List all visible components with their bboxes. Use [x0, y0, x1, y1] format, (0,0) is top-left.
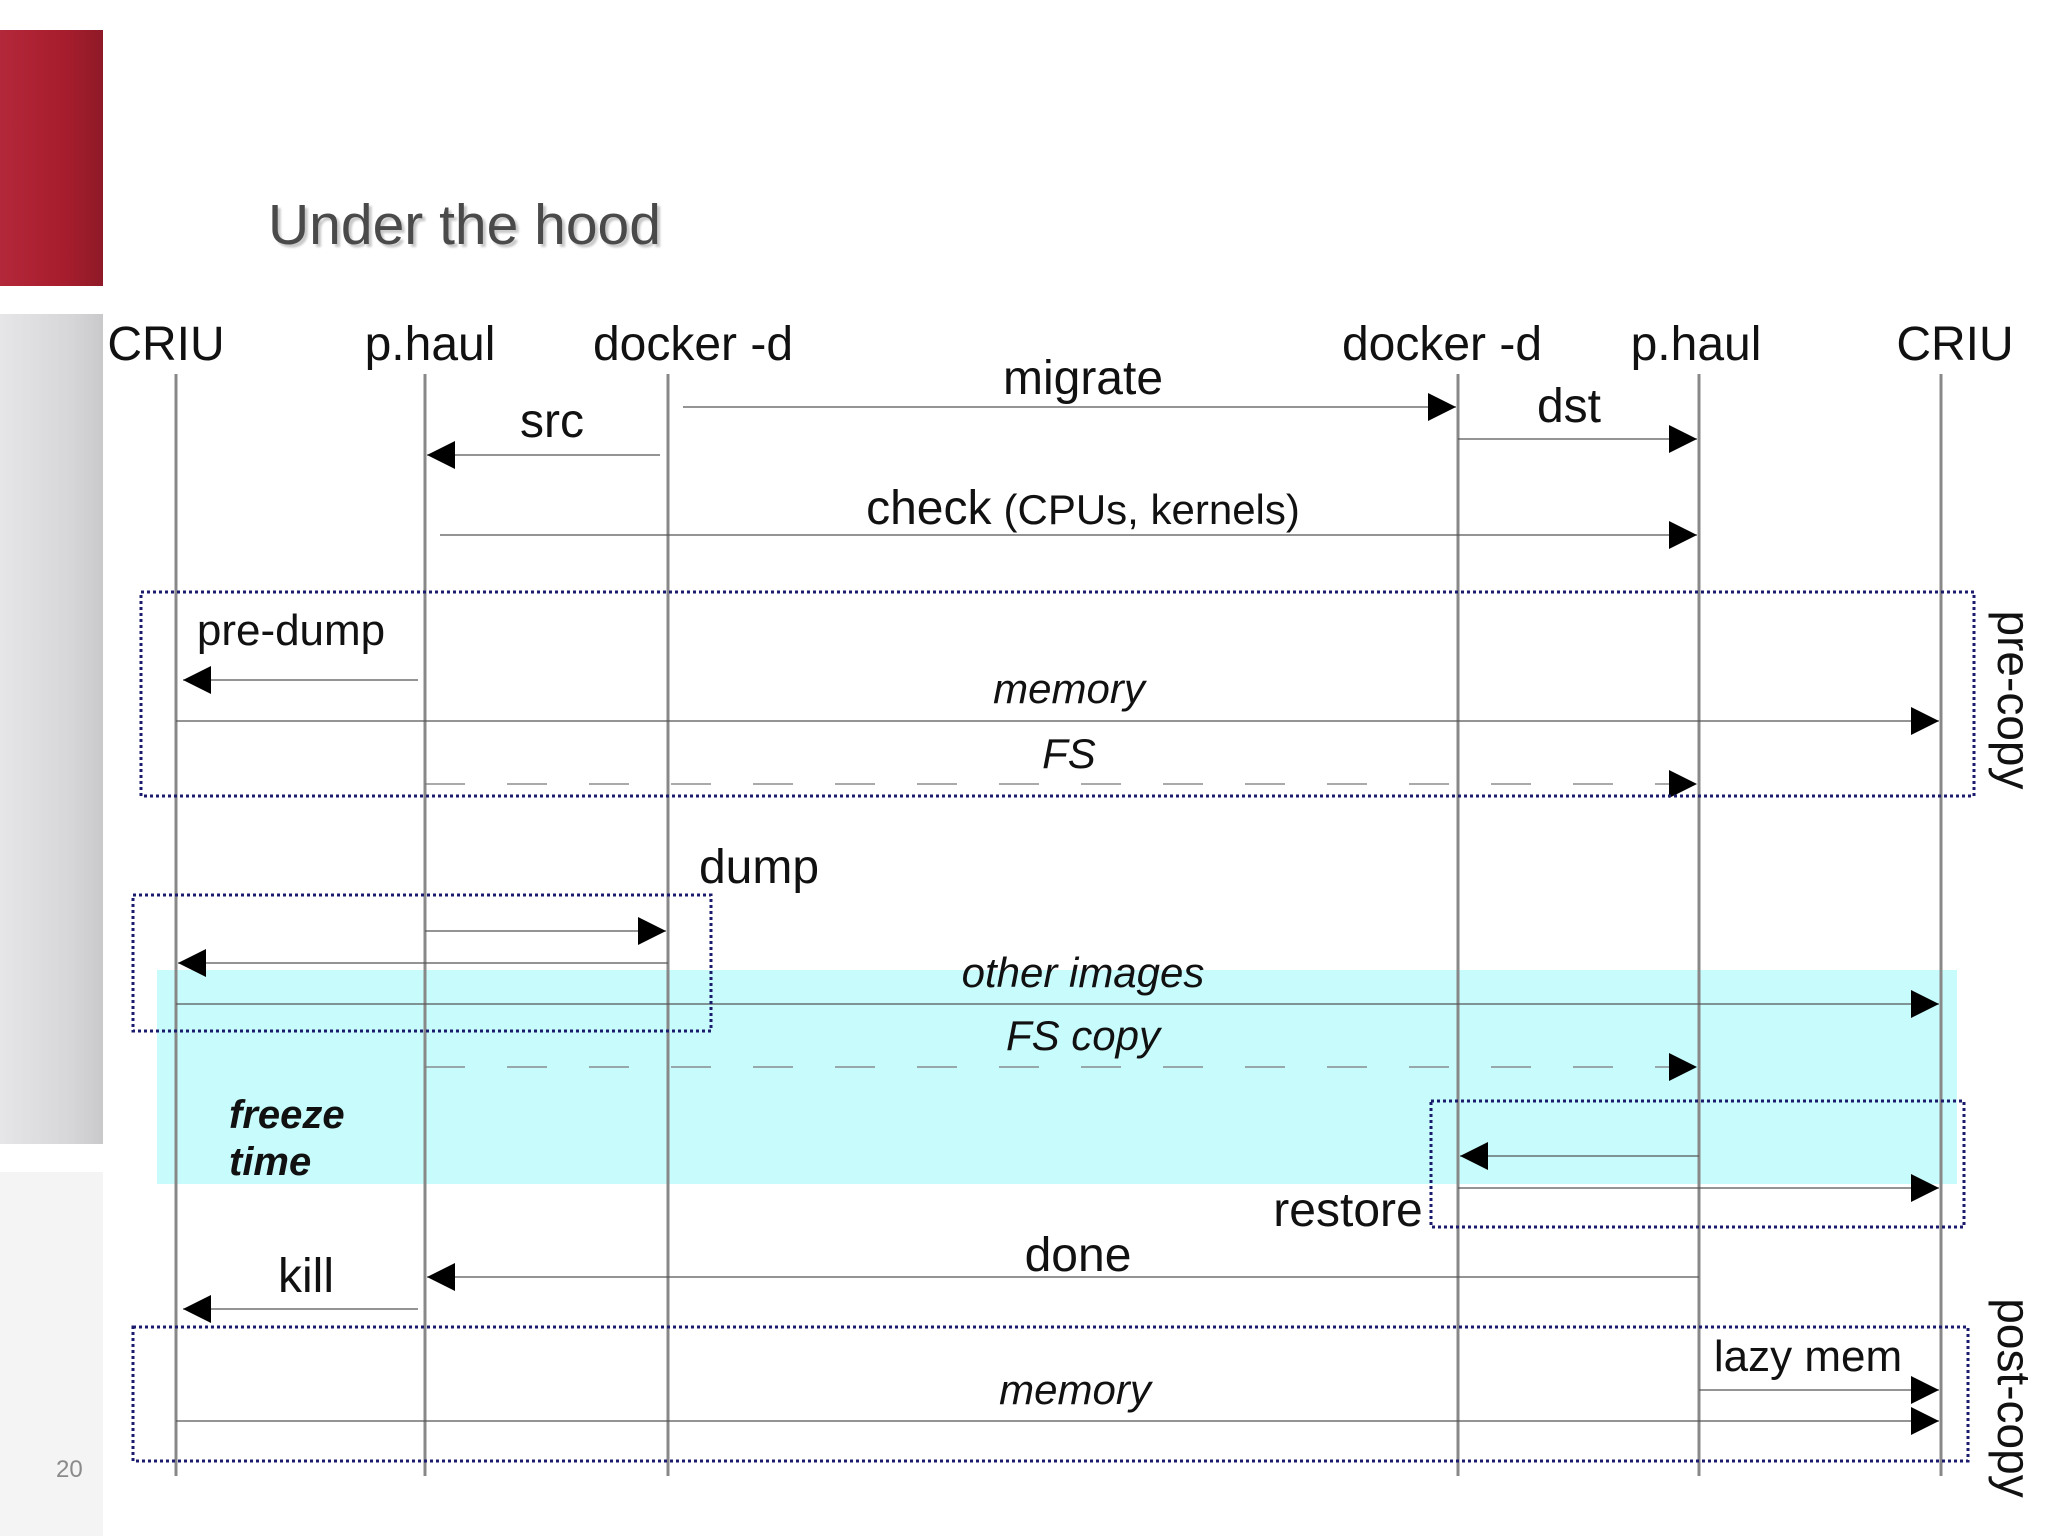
label-memory-precopy: memory	[993, 665, 1148, 712]
label-migrate: migrate	[1003, 352, 1163, 405]
decorative-light-bar	[0, 1172, 103, 1536]
freeze-time-band	[157, 970, 1957, 1184]
participant-phaul-src: p.haul	[365, 318, 496, 371]
participant-criu-dst: CRIU	[1896, 318, 2013, 371]
participant-phaul-dst: p.haul	[1631, 318, 1762, 371]
group-box-pre-copy	[139, 590, 1976, 798]
label-dst: dst	[1537, 380, 1601, 433]
label-post-copy: post-copy	[1988, 1298, 2040, 1497]
label-dump: dump	[699, 841, 819, 894]
label-restore: restore	[1273, 1184, 1422, 1237]
page-title: Under the hood	[268, 193, 661, 257]
label-src: src	[520, 395, 584, 448]
participant-docker-src: docker -d	[593, 318, 793, 371]
participant-docker-dst: docker -d	[1342, 318, 1542, 371]
label-kill: kill	[278, 1250, 334, 1303]
label-memory-postcopy: memory	[999, 1366, 1154, 1413]
label-check: check(CPUs, kernels)	[866, 482, 1300, 535]
label-done: done	[1025, 1229, 1132, 1282]
label-pre-dump: pre-dump	[197, 606, 385, 655]
group-box-restore	[1429, 1099, 1966, 1229]
label-pre-copy: pre-copy	[1988, 611, 2040, 790]
label-fs-copy: FS copy	[1006, 1012, 1163, 1059]
group-box-dump	[131, 893, 713, 1033]
label-time: time	[229, 1140, 311, 1184]
participant-criu-src: CRIU	[107, 318, 224, 371]
decorative-gray-bar	[0, 314, 103, 1144]
page-number: 20	[56, 1456, 83, 1483]
label-lazy-mem: lazy mem	[1714, 1332, 1902, 1381]
label-other-images: other images	[962, 949, 1205, 996]
decorative-red-bar	[0, 30, 103, 286]
label-fs-precopy: FS	[1042, 730, 1096, 777]
label-freeze: freeze	[229, 1093, 345, 1137]
group-box-post-copy	[131, 1325, 1970, 1463]
